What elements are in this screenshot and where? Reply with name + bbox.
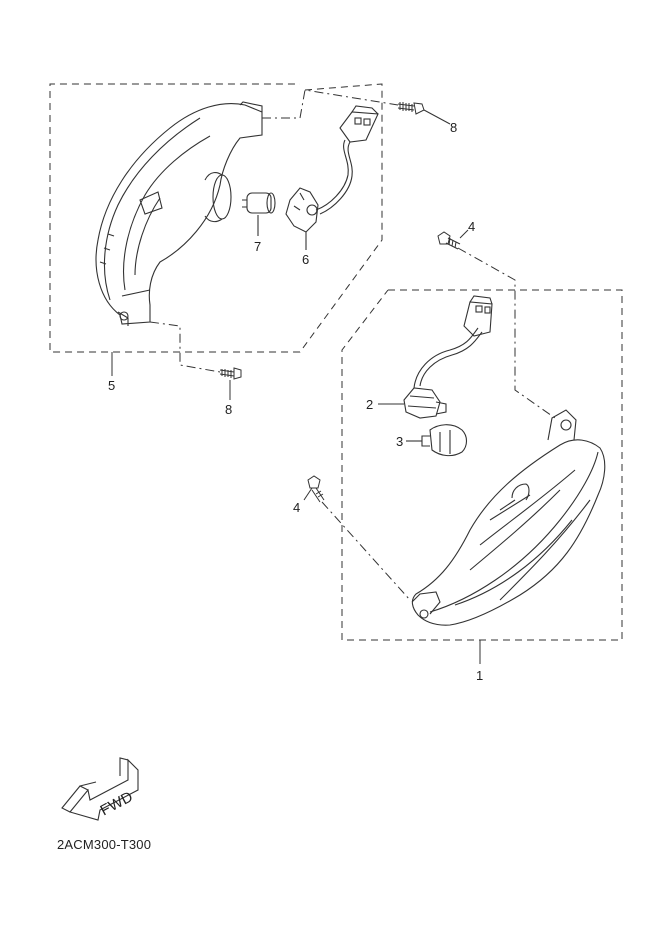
- diagram-code: 2ACM300-T300: [57, 837, 152, 852]
- screw-8-bottom: [219, 367, 242, 400]
- bulb-7: [242, 192, 276, 236]
- callout-8-top: 8: [450, 120, 457, 135]
- left-flasher-lens: [95, 101, 263, 326]
- callout-4-top: 4: [468, 219, 475, 234]
- callout-4-bottom: 4: [293, 500, 300, 515]
- screw-4-top: [437, 229, 469, 250]
- left-leader-lines: [149, 89, 399, 373]
- callout-1: 1: [476, 668, 483, 683]
- left-assembly-boundary: [49, 83, 383, 353]
- callout-8-bottom: 8: [225, 402, 232, 417]
- connector-left: [339, 105, 379, 143]
- screw-8-top: [397, 102, 451, 125]
- callout-3: 3: [396, 434, 403, 449]
- callout-6: 6: [302, 252, 309, 267]
- socket-2: [378, 327, 483, 419]
- right-assembly-boundary: [341, 289, 623, 641]
- connector-right: [463, 295, 493, 337]
- callout-2: 2: [366, 397, 373, 412]
- right-flasher-lens: [411, 409, 606, 626]
- socket-6: [285, 139, 353, 250]
- callout-5: 5: [108, 378, 115, 393]
- screw-4-bottom: [303, 475, 325, 503]
- fwd-arrow-icon: [61, 757, 139, 821]
- bulb-3: [406, 424, 468, 457]
- right-leader-lines: [321, 247, 556, 601]
- callout-7: 7: [254, 239, 261, 254]
